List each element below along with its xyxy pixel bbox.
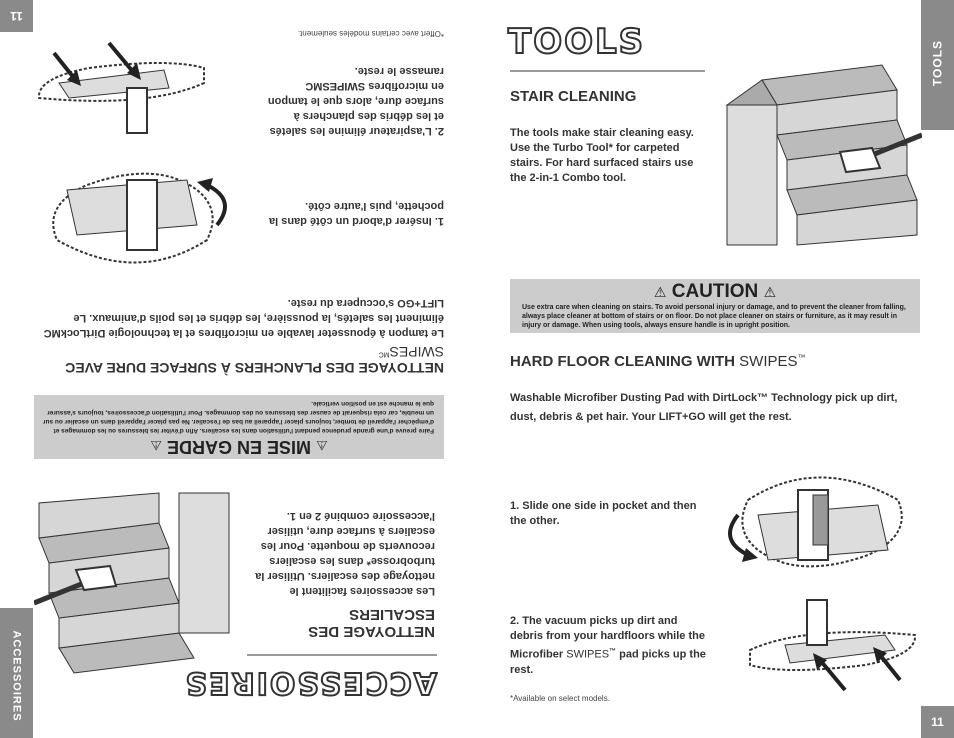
step-2-text-fr: 2. L'aspirateur élimine les saletés et l… [267, 65, 444, 137]
hard-floor-title: HARD FLOOR CLEANING WITH [510, 353, 735, 370]
caution-box: ⚠ CAUTION ⚠ Use extra care when cleaning… [510, 279, 920, 333]
pad-insert-illustration [718, 460, 918, 580]
hard-floor-title-fr: NETTOYAGE DES PLANCHERS À SURFACE DURE A… [65, 360, 444, 376]
hard-floor-tm: ™ [797, 353, 806, 362]
step-1-text-fr: 1. Insérer d'abord un côté dans la poche… [269, 200, 444, 227]
vacuum-pad-drawing [749, 599, 917, 692]
accessoires-side-tab: ACCESSOIRES [0, 608, 33, 738]
accessoires-side-tab-label: ACCESSOIRES [10, 630, 23, 722]
stair-cleaning-body-fr: Les accessoires facilitent le nettoyage … [255, 510, 435, 597]
step-2-text-b: pad picks up the rest. [510, 648, 706, 676]
hard-floor-brand-fr: SWIPES [389, 344, 444, 360]
pad-insert-drawing-fr [52, 172, 227, 264]
page-number-right: 11 [921, 706, 954, 738]
arrow-icon [878, 653, 902, 682]
stairs-illustration-fr [33, 488, 234, 678]
page-number-right-label: 11 [931, 715, 944, 729]
hard-floor-title-row: HARD FLOOR CLEANING WITH SWIPES™ [510, 353, 806, 370]
arrow-icon [107, 41, 136, 75]
tools-side-tab: TOOLS [921, 0, 954, 130]
accessoires-header-rule [247, 654, 437, 656]
arrow-icon [818, 658, 847, 692]
pad-insert-illustration-fr [37, 160, 237, 280]
warning-triangle-icon: ⚠ [763, 284, 777, 300]
tools-side-tab-label: TOOLS [930, 39, 945, 87]
caution-title-fr: MISE EN GARDE [166, 437, 312, 457]
hard-floor-title-row-fr: NETTOYAGE DES PLANCHERS À SURFACE DURE A… [34, 344, 444, 376]
stairs-illustration [722, 60, 923, 250]
warning-triangle-icon: ⚠ [653, 284, 667, 300]
caution-title-row: ⚠ CAUTION ⚠ [510, 281, 920, 303]
pad-insert-drawing [728, 476, 903, 568]
stair-cleaning-title-fr: NETTOYAGE DES ESCALIERS [308, 606, 435, 640]
tools-header-rule [510, 70, 705, 72]
caution-title-row-fr: ⚠ MISE EN GARDE ⚠ [34, 436, 444, 457]
curved-arrow-icon [206, 183, 227, 227]
tools-header: TOOLS [507, 21, 646, 63]
step-2-brand: SWIPES [566, 648, 610, 661]
caution-title: CAUTION [671, 281, 759, 302]
footnote: *Available on select models. [510, 694, 610, 703]
step-2-tm: ™ [609, 648, 617, 655]
footnote-fr: *Offert avec certains modèles seulement. [297, 29, 444, 38]
stair-cleaning-title: STAIR CLEANING [510, 88, 637, 105]
stair-cleaning-body: The tools make stair cleaning easy. Use … [510, 127, 694, 184]
hard-floor-mark-fr: MC [378, 350, 390, 358]
vacuum-pad-illustration [745, 595, 920, 695]
step-2-text-a: 2. The vacuum picks up dirt and debris f… [510, 615, 705, 661]
page-number-left: 11 [0, 0, 33, 32]
hard-floor-brand: SWIPES [739, 353, 798, 370]
page-number-left-label: 11 [10, 9, 23, 23]
caution-text-fr: Faire preuve d'une grande prudence penda… [42, 400, 434, 434]
french-page: ACCESSOIRES ACCESSOIRES NETTOYAGE DES ES… [0, 0, 444, 738]
arrow-icon [52, 51, 76, 80]
step-2-text: 2. The vacuum picks up dirt and debris f… [510, 614, 710, 678]
curved-arrow-icon [728, 513, 749, 557]
hard-floor-body-fr: Le tampon à épousseter lavable en microf… [43, 297, 444, 339]
caution-box-fr: ⚠ MISE EN GARDE ⚠ Faire preuve d'une gra… [34, 395, 444, 459]
warning-triangle-icon: ⚠ [150, 438, 162, 453]
hard-floor-body: Washable Microfiber Dusting Pad with Dir… [510, 392, 898, 423]
warning-triangle-icon: ⚠ [316, 438, 328, 453]
vacuum-pad-drawing-fr [37, 41, 205, 134]
vacuum-pad-illustration-fr [34, 38, 209, 138]
stairs-drawing [725, 64, 923, 246]
caution-text: Use extra care when cleaning on stairs. … [522, 304, 906, 329]
stairs-drawing-fr [33, 492, 230, 674]
step-1-text: 1. Slide one side in pocket and then the… [510, 500, 697, 527]
